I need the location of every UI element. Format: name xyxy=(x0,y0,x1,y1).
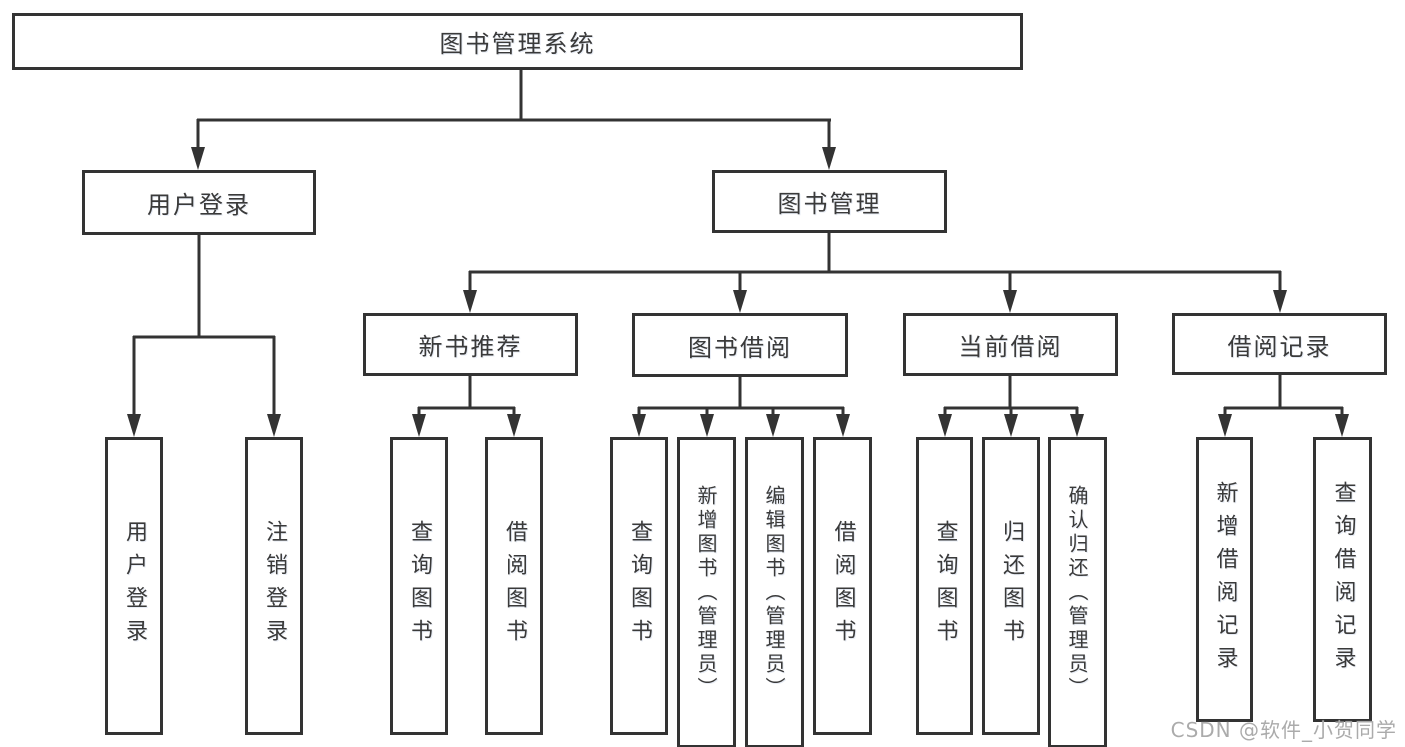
node-library-management-system: 图书管理系统 xyxy=(12,13,1023,70)
node-label: 图书管理 xyxy=(777,190,882,218)
leaf-query-books-borrowing: 查询图书 xyxy=(610,437,668,735)
leaf-label: 查询图书 xyxy=(932,520,958,652)
node-label: 新书推荐 xyxy=(418,333,523,361)
node-book-management: 图书管理 xyxy=(712,170,947,233)
leaf-label: 编辑图书（管理员） xyxy=(762,484,786,701)
node-borrowing-records: 借阅记录 xyxy=(1172,313,1387,375)
node-label: 用户登录 xyxy=(147,191,251,219)
node-book-borrowing: 图书借阅 xyxy=(632,313,848,377)
csdn-watermark: CSDN @软件_小贺同学 xyxy=(1170,718,1397,742)
leaf-label: 借阅图书 xyxy=(830,520,856,652)
node-user-login: 用户登录 xyxy=(82,170,316,235)
leaf-label: 注销登录 xyxy=(262,520,287,652)
leaf-query-books-new-book: 查询图书 xyxy=(390,437,448,735)
leaf-label: 查询图书 xyxy=(407,520,432,652)
node-label: 当前借阅 xyxy=(958,333,1063,361)
leaf-logout-login: 注销登录 xyxy=(245,437,303,735)
leaf-query-books-current: 查询图书 xyxy=(916,437,973,735)
leaf-label: 借阅图书 xyxy=(502,520,527,652)
node-label: 图书管理系统 xyxy=(439,30,596,58)
leaf-label: 查询图书 xyxy=(627,520,652,652)
leaf-user-login: 用户登录 xyxy=(105,437,163,735)
leaf-label: 确认归还（管理员） xyxy=(1065,484,1089,701)
leaf-add-books-admin: 新增图书（管理员） xyxy=(677,437,736,747)
node-current-borrowing: 当前借阅 xyxy=(903,313,1118,376)
node-label: 借阅记录 xyxy=(1227,332,1332,361)
leaf-query-borrow-record: 查询借阅记录 xyxy=(1313,437,1372,722)
leaf-label: 查询借阅记录 xyxy=(1330,480,1356,679)
leaf-return-books: 归还图书 xyxy=(982,437,1040,735)
leaf-add-borrow-record: 新增借阅记录 xyxy=(1196,437,1253,722)
leaf-label: 新增借阅记录 xyxy=(1212,480,1238,679)
leaf-label: 新增图书（管理员） xyxy=(694,484,718,701)
leaf-borrow-books-borrowing: 借阅图书 xyxy=(813,437,872,735)
node-label: 图书借阅 xyxy=(688,333,792,362)
leaf-confirm-return-admin: 确认归还（管理员） xyxy=(1048,437,1107,747)
leaf-edit-books-admin: 编辑图书（管理员） xyxy=(745,437,804,747)
leaf-borrow-books-new-book: 借阅图书 xyxy=(485,437,543,735)
node-new-book-recommendation: 新书推荐 xyxy=(363,313,578,376)
leaf-label: 归还图书 xyxy=(999,520,1024,652)
leaf-label: 用户登录 xyxy=(122,520,147,652)
